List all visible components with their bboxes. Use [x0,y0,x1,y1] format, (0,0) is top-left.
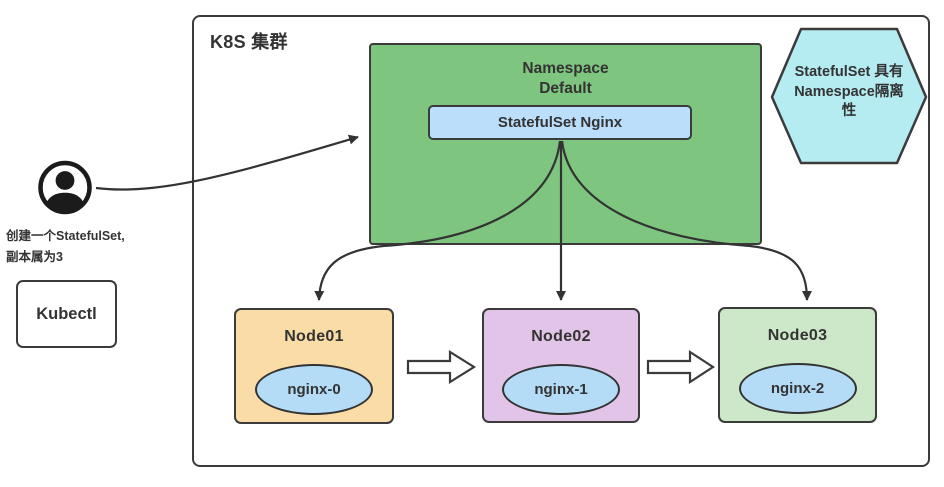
actor-caption: 创建一个StatefulSet, 副本属为3 [6,226,196,268]
hexagon-text-line1: StatefulSet 具有 [794,64,904,80]
node03-box: Node03 nginx-2 [718,307,877,423]
kubectl-box: Kubectl [16,280,117,348]
hexagon-text-line2: Namespace隔离 [794,83,904,100]
node02-label: Node02 [531,328,591,345]
namespace-title-line2: Default [539,80,592,97]
hexagon-text: StatefulSet 具有 Namespace隔离 性 [772,63,926,122]
cluster-title: K8S 集群 [210,32,288,52]
namespace-box: Namespace Default [369,43,762,245]
user-icon [38,160,92,215]
pod-nginx-1: nginx-1 [502,364,620,415]
actor-caption-line1: 创建一个StatefulSet, [6,229,125,243]
pod-nginx-0: nginx-0 [255,364,373,415]
node03-label: Node03 [767,327,828,344]
actor-caption-line2: 副本属为3 [6,250,63,264]
hexagon-text-line3: 性 [841,103,857,119]
node01-label: Node01 [284,328,344,345]
node02-box: Node02 nginx-1 [482,308,640,423]
pod-nginx-2: nginx-2 [738,363,857,414]
node01-box: Node01 nginx-0 [234,308,394,424]
statefulset-box: StatefulSet Nginx [428,105,692,140]
namespace-title-line1: Namespace [522,60,609,77]
